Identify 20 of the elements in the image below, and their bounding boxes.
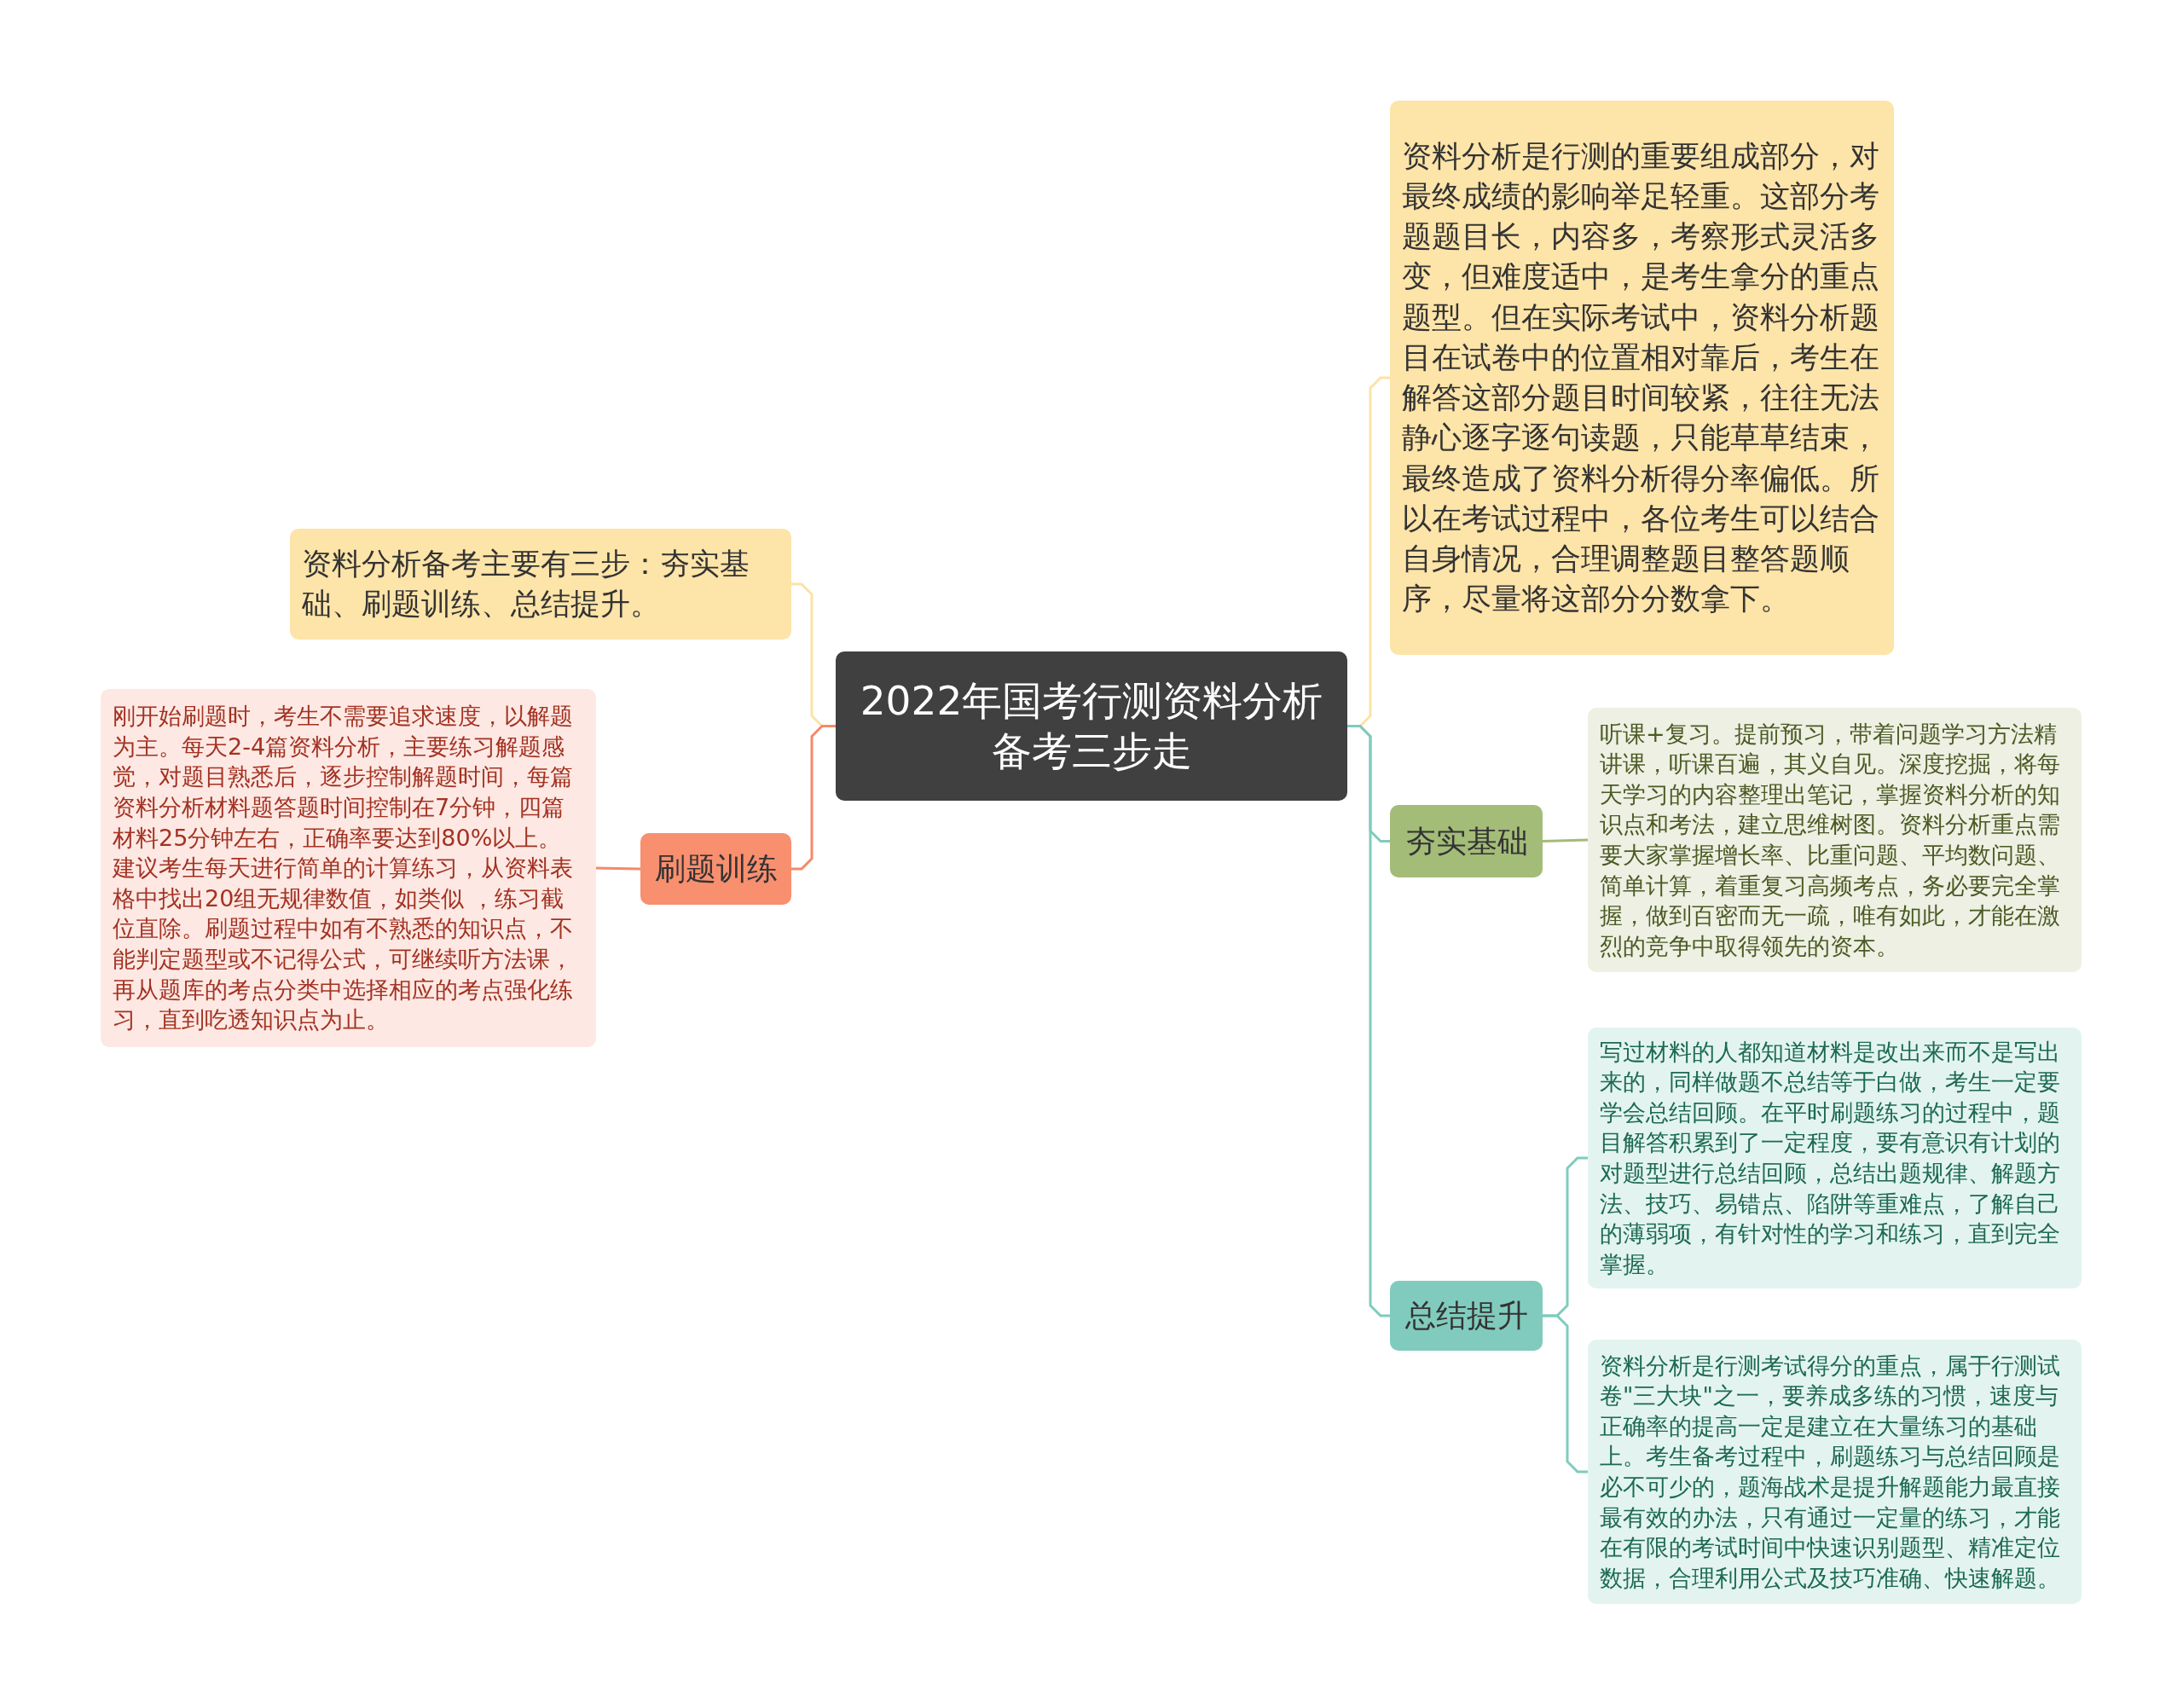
- node-text: 写过材料的人都知道材料是改出来而不是写出来的，同样做题不总结等于白做，考生一定要学会总结回顾。在平时刷题练习的过程中，题目解答积累到了一定程度，要有意识有计划的对题型进行总结回顾，总结出题规律、解题方法、技巧、易错点、陷阱等重难点，了解自己的薄弱项，有针对性的学习和练习，直到完全掌握。: [1600, 1037, 2061, 1279]
- node-text: 刷题训练: [653, 850, 779, 888]
- node-text: 听课+复习。提前预习，带着问题学习方法精讲课，听课百遍，其义自见。深度挖掘，将每天学习的内容整理出笔记，掌握资料分析的知识点和考法，建立思维树图。资料分析重点需要大家掌握增长率、比重问题、平均数问题、简单计算，着重复习高频考点，务必要完全掌握，做到百密而无一疏，唯有如此，才能在激烈的竞争中取得领先的资本。: [1600, 719, 2061, 961]
- node-text: 刚开始刷题时，考生不需要追求速度，以解题为主。每天2-4篇资料分析，主要练习解题感觉，对题目熟悉后，逐步控制解题时间，每篇资料分析材料题答题时间控制在7分钟，四篇材料25分钟左右，正确率要达到80%以上。建议考生每天进行简单的计算练习，从资料表格中找出20组无规律数值，如类似 ，练习截位直除。刷题过程中如有不熟悉的知识点，不能判定题型或不记得公式，可继续听方法课，再从题库的考点分类中选择相应的考点强化练习，直到吃透知识点为止。: [113, 702, 574, 1035]
- connector-line: [1543, 1314, 1588, 1474]
- branch-topic: [640, 833, 791, 905]
- connector-line: [595, 866, 641, 871]
- node-text: 资料分析是行测考试得分的重点，属于行测试卷"三大块"之一，要养成多练的习惯，速度与正确率的提高一定是建立在大量练习的基础上。考生备考过程中，刷题练习与总结回顾是必不可少的，题海战术是提升解题能力最直接最有效的办法，只有通过一定量的练习，才能在有限的考试时间中快速识别题型、精准定位数据，合理利用公式及技巧准确、快速解题。: [1600, 1351, 2061, 1593]
- node-text: 夯实基础: [1404, 822, 1529, 860]
- node-text: 资料分析是行测的重要组成部分，对最终成绩的影响举足轻重。这部分考题题目长，内容多，考察形式灵活多变，但难度适中，是考生拿分的重点题型。但在实际考试中，资料分析题目在试卷中的位置相对靠后，考生在解答这部分题目时间较紧，往往无法静心逐字逐句读题，只能草草结束，最终造成了资料分析得分率偏低。所以在考试过程中，各位考生可以结合自身情况，合理调整题目整答题顺序，尽量将这部分分数拿下。: [1402, 137, 1880, 618]
- branch-topic: [1390, 1281, 1543, 1351]
- connector-line: [791, 725, 836, 871]
- connector-line: [1542, 838, 1589, 842]
- text-card: [1390, 101, 1894, 655]
- node-text: 资料分析备考主要有三步：夯实基础、刷题训练、总结提升。: [302, 545, 750, 622]
- branch-topic: [1390, 805, 1543, 877]
- node-text: 2022年国考行测资料分析备考三步走: [859, 675, 1324, 776]
- node-text: 总结提升: [1404, 1297, 1529, 1335]
- central-topic: [836, 651, 1347, 801]
- text-card: [290, 529, 791, 640]
